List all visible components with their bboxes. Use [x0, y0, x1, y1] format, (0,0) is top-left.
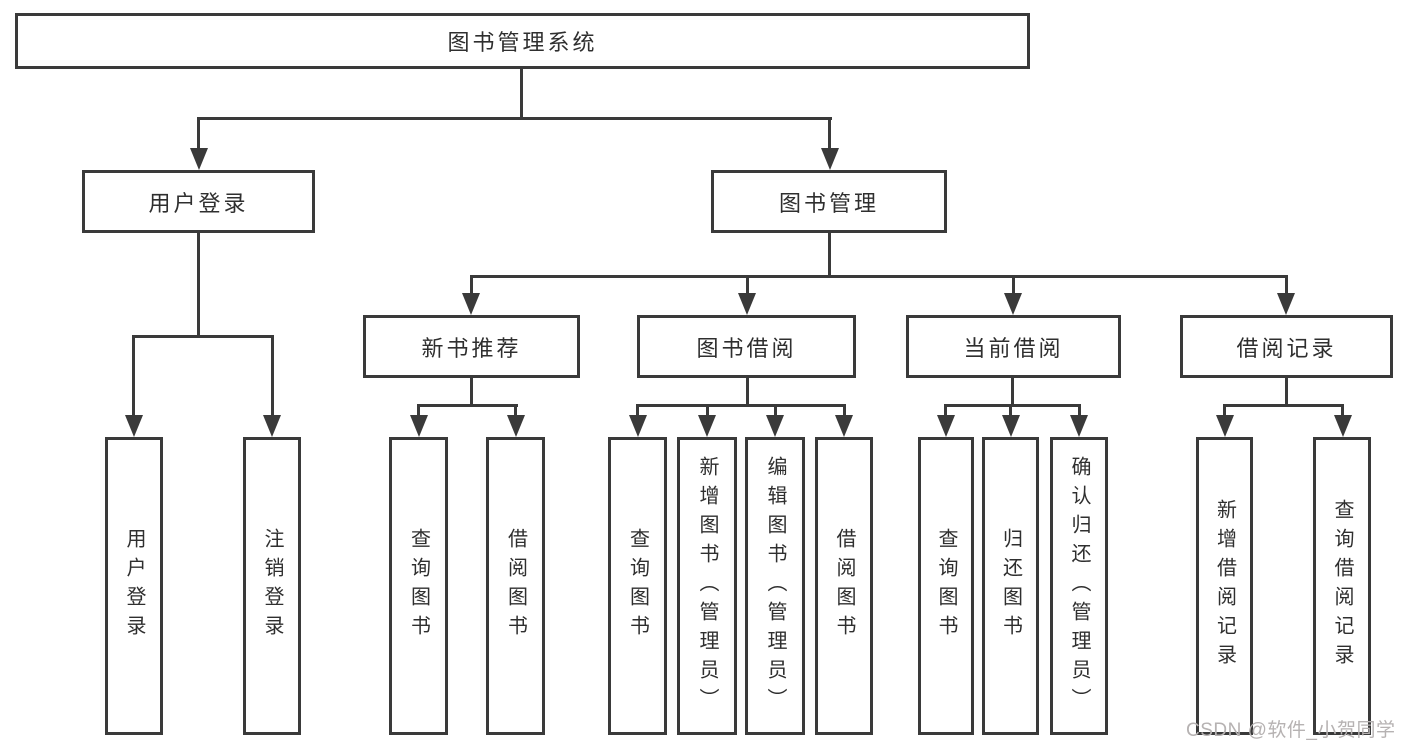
node-leaf-bb-borrow-label: 借阅图书	[833, 528, 855, 644]
connector-line	[944, 404, 947, 417]
node-leaf-nb-query: 查询图书	[389, 437, 448, 735]
node-leaf-cb-return: 归还图书	[982, 437, 1039, 735]
connector-line	[706, 404, 709, 417]
connector-line	[843, 404, 846, 417]
node-leaf-bb-edit-label: 编辑图书（管理员）	[764, 455, 786, 717]
connector-line	[1078, 404, 1081, 417]
connector-line	[944, 404, 1081, 407]
connector-line	[514, 404, 517, 417]
arrow-down-icon	[1334, 415, 1352, 437]
node-leaf-br-query-label: 查询借阅记录	[1331, 499, 1353, 673]
arrow-down-icon	[263, 415, 281, 437]
connector-line	[1285, 378, 1288, 407]
node-leaf-cb-return-label: 归还图书	[999, 528, 1022, 644]
node-book-mgmt-label: 图书管理	[778, 190, 879, 216]
node-borrow-record-label: 借阅记录	[1236, 335, 1337, 361]
node-leaf-cb-confirm: 确认归还（管理员）	[1050, 437, 1108, 735]
connector-line	[828, 233, 831, 278]
node-book-mgmt: 图书管理	[711, 170, 947, 233]
arrow-down-icon	[698, 415, 716, 437]
connector-line	[198, 117, 832, 120]
connector-line	[470, 378, 473, 407]
node-leaf-login-user: 用户登录	[105, 437, 163, 735]
node-book-borrow: 图书借阅	[637, 315, 856, 378]
arrow-down-icon	[190, 148, 208, 170]
connector-line	[1223, 404, 1226, 417]
arrow-down-icon	[1070, 415, 1088, 437]
connector-line	[1285, 275, 1288, 296]
node-leaf-bb-borrow: 借阅图书	[815, 437, 873, 735]
connector-line	[417, 404, 518, 407]
node-leaf-cb-confirm-label: 确认归还（管理员）	[1068, 455, 1090, 717]
connector-line	[470, 275, 1288, 278]
csdn-watermark: CSDN @软件_小贺同学	[1186, 720, 1396, 741]
node-leaf-br-add: 新增借阅记录	[1196, 437, 1253, 735]
arrow-down-icon	[821, 148, 839, 170]
connector-line	[636, 404, 639, 417]
node-new-book-label: 新书推荐	[421, 335, 522, 361]
connector-line	[1341, 404, 1344, 417]
node-leaf-bb-add-label: 新增图书（管理员）	[696, 455, 718, 717]
connector-line	[271, 335, 274, 417]
arrow-down-icon	[835, 415, 853, 437]
node-book-borrow-label: 图书借阅	[696, 335, 797, 361]
connector-line	[1011, 378, 1014, 407]
connector-line	[132, 335, 135, 417]
connector-line	[197, 117, 200, 150]
node-new-book: 新书推荐	[363, 315, 580, 378]
connector-line	[828, 117, 831, 150]
node-leaf-bb-edit: 编辑图书（管理员）	[745, 437, 805, 735]
node-root: 图书管理系统	[15, 13, 1030, 69]
node-leaf-cb-query: 查询图书	[918, 437, 974, 735]
node-leaf-nb-borrow-label: 借阅图书	[504, 528, 527, 644]
connector-line	[417, 404, 420, 417]
arrow-down-icon	[507, 415, 525, 437]
node-leaf-bb-query: 查询图书	[608, 437, 667, 735]
arrow-down-icon	[410, 415, 428, 437]
arrow-down-icon	[937, 415, 955, 437]
connector-line	[636, 404, 846, 407]
arrow-down-icon	[1004, 293, 1022, 315]
arrow-down-icon	[738, 293, 756, 315]
node-leaf-br-add-label: 新增借阅记录	[1213, 499, 1236, 673]
connector-line	[132, 335, 274, 338]
node-leaf-bb-query-label: 查询图书	[626, 528, 649, 644]
node-root-label: 图书管理系统	[447, 30, 598, 55]
connector-line	[1223, 404, 1344, 407]
node-leaf-nb-borrow: 借阅图书	[486, 437, 545, 735]
node-leaf-cb-query-label: 查询图书	[935, 528, 957, 644]
node-leaf-bb-add: 新增图书（管理员）	[677, 437, 737, 735]
arrow-down-icon	[125, 415, 143, 437]
connector-line	[774, 404, 777, 417]
connector-line	[470, 275, 473, 296]
node-leaf-nb-query-label: 查询图书	[407, 528, 430, 644]
node-leaf-login-logout-label: 注销登录	[261, 528, 283, 644]
node-user-login-label: 用户登录	[148, 190, 249, 216]
arrow-down-icon	[1216, 415, 1234, 437]
node-current-borrow-label: 当前借阅	[963, 335, 1064, 361]
arrow-down-icon	[1277, 293, 1295, 315]
arrow-down-icon	[766, 415, 784, 437]
arrow-down-icon	[1002, 415, 1020, 437]
node-leaf-login-user-label: 用户登录	[123, 528, 145, 644]
arrow-down-icon	[462, 293, 480, 315]
connector-line	[746, 275, 749, 296]
connector-line	[197, 233, 200, 337]
connector-line	[1009, 404, 1012, 417]
node-leaf-login-logout: 注销登录	[243, 437, 301, 735]
node-current-borrow: 当前借阅	[906, 315, 1121, 378]
node-leaf-br-query: 查询借阅记录	[1313, 437, 1371, 735]
connector-line	[1012, 275, 1015, 296]
connector-line	[746, 378, 749, 407]
connector-line	[520, 68, 523, 119]
node-user-login: 用户登录	[82, 170, 315, 233]
arrow-down-icon	[629, 415, 647, 437]
node-borrow-record: 借阅记录	[1180, 315, 1393, 378]
